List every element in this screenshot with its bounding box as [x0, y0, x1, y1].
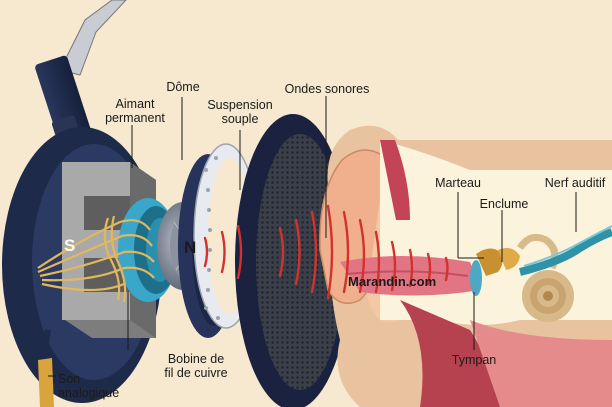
label-eardrum: Tympan	[451, 353, 497, 367]
label-auditory-nerve: Nerf auditif	[544, 176, 606, 190]
malleus	[476, 248, 503, 276]
label-malleus: Marteau	[435, 176, 481, 190]
copper-wires	[37, 215, 155, 303]
incus	[498, 248, 520, 270]
label-analog-sound: Son analogique	[58, 372, 120, 400]
cochlea	[517, 233, 574, 322]
label-permanent-magnet: Aimant permanent	[105, 97, 165, 125]
sound-waves	[203, 204, 449, 300]
watermark: Marandin.com	[348, 274, 437, 289]
label-copper-coil: Bobine de fil de cuivre	[164, 352, 228, 380]
audio-cable	[38, 329, 54, 407]
south-pole-label: S	[64, 236, 76, 255]
leader-lines	[48, 96, 577, 377]
label-flexible-suspension: Suspension souple	[207, 98, 273, 126]
label-sound-waves: Ondes sonores	[284, 82, 370, 96]
north-pole-label: N	[184, 238, 197, 257]
label-incus: Enclume	[479, 197, 529, 211]
eardrum	[470, 260, 482, 296]
auditory-nerve	[519, 228, 612, 276]
label-dome: Dôme	[166, 80, 200, 94]
